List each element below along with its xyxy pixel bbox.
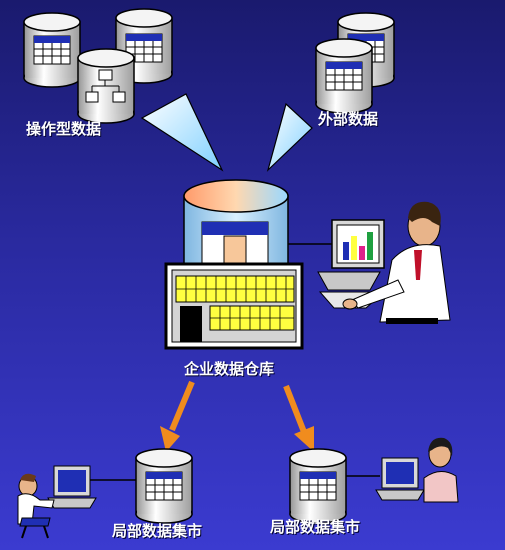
org-chart-icon [85,69,126,103]
right-computer-user-icon [375,437,459,503]
arrow-to-left-mart [160,380,195,452]
arrow-to-right-mart [283,384,314,452]
beam-arrow-icon [266,102,313,172]
operational-data-label: 操作型数据 [26,120,102,138]
external-data-label: 外部数据 [318,110,379,128]
operational-db-1 [23,12,81,88]
right-data-mart-label: 局部数据集市 [270,518,361,536]
left-mart-db [135,448,193,524]
operational-db-3 [77,48,135,124]
computer-user-icon [317,201,451,324]
beam-arrow-icon [140,93,224,172]
external-db-front [315,38,373,114]
left-data-mart-label: 局部数据集市 [112,522,203,540]
right-mart-db [289,448,347,524]
left-computer-user-icon [17,465,97,539]
enterprise-warehouse-label: 企业数据仓库 [184,360,275,378]
warehouse-icon [164,179,304,350]
